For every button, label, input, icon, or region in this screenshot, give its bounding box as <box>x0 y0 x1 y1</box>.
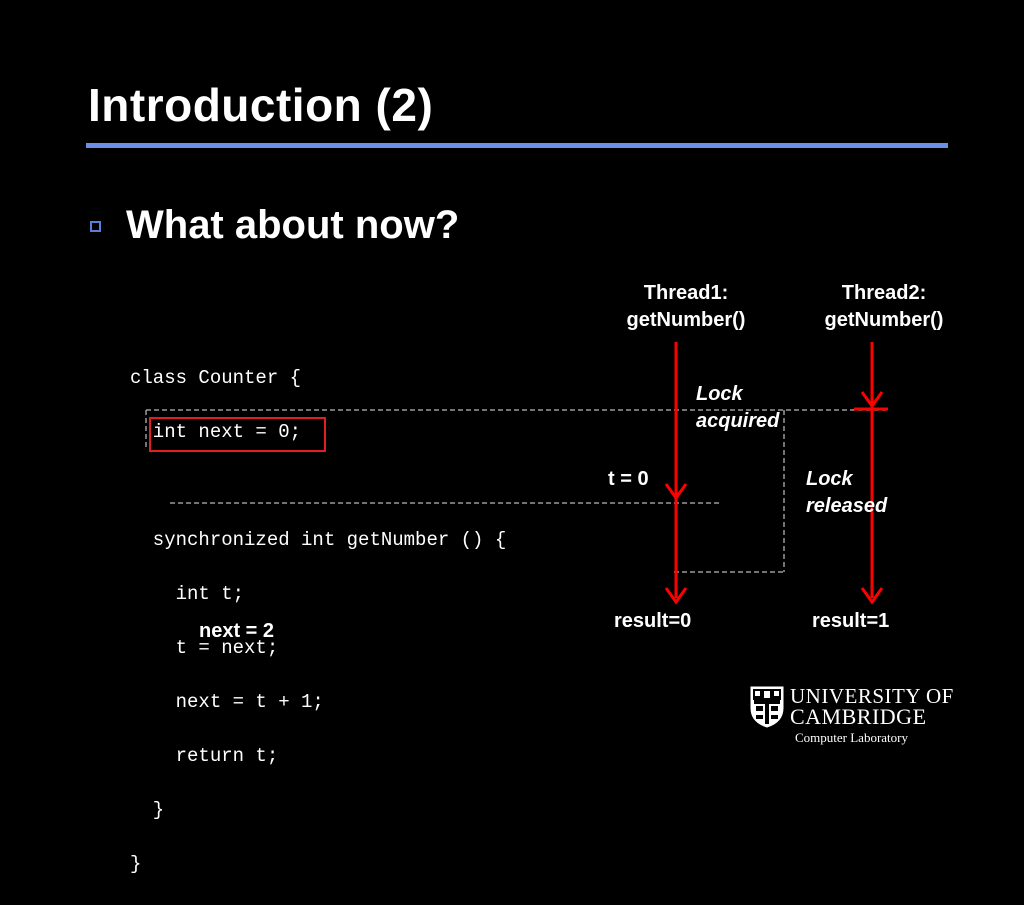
lock-diagram <box>145 342 888 605</box>
critical-section-box <box>145 409 886 573</box>
code-block: class Counter { int next = 0; synchroniz… <box>130 338 506 905</box>
lock-acquired-line2: acquired <box>696 410 780 432</box>
thread1-label-line2: getNumber() <box>626 309 746 331</box>
thread2-label-line2: getNumber() <box>824 309 944 331</box>
thread1-arrow-head-end <box>664 587 688 605</box>
code-line: int t; <box>130 583 245 605</box>
thread2-arrow-head-top <box>860 391 884 409</box>
university-name-line2: CAMBRIDGE <box>790 704 927 729</box>
lock-acquired-line1: Lock <box>696 383 743 405</box>
thread1-arrow-head-mid <box>664 483 688 501</box>
thread2-arrow-head-end <box>860 587 884 605</box>
code-line: t = next; <box>130 637 279 659</box>
lock-released-line2: released <box>806 495 888 517</box>
slide-title: Introduction (2) <box>88 79 434 131</box>
t-value-label: t = 0 <box>608 468 649 490</box>
university-name-line1: UNIVERSITY OF <box>790 684 954 708</box>
lock-acquired-label: Lock acquired <box>696 381 779 435</box>
code-line: synchronized int getNumber () { <box>130 529 507 551</box>
code-line: int next = 0; <box>130 421 302 443</box>
thread1-label-line1: Thread1: <box>643 282 729 304</box>
code-line: class Counter { <box>130 367 302 389</box>
code-line: next = t + 1; <box>130 691 324 713</box>
code-line: return t; <box>130 745 279 767</box>
thread2-label: Thread2: getNumber() <box>794 280 974 334</box>
lock-released-label: Lock released <box>806 466 887 520</box>
university-crest-icon <box>750 686 784 728</box>
bullet-square-icon <box>90 221 101 232</box>
title-underline <box>86 143 948 148</box>
thread2-result: result=1 <box>812 610 890 632</box>
thread2-label-line1: Thread2: <box>841 282 927 304</box>
code-line: } <box>130 799 165 821</box>
thread1-result: result=0 <box>614 610 692 632</box>
synchronized-highlight <box>149 417 326 452</box>
lock-released-line1: Lock <box>806 468 853 490</box>
bullet-text: What about now? <box>126 203 460 247</box>
department-name: Computer Laboratory <box>795 730 908 745</box>
thread1-label: Thread1: getNumber() <box>596 280 776 334</box>
next-value-label: next = 2 <box>199 620 275 642</box>
code-line: } <box>130 853 142 875</box>
